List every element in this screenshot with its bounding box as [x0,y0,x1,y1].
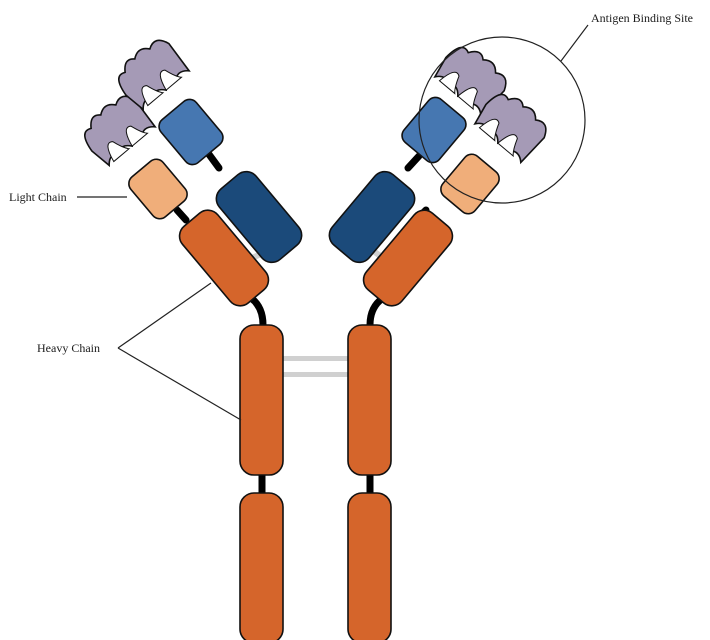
right-light-variable-domain [398,94,469,166]
antigen-binding-site-leader [561,25,588,61]
heavy-chain-callout: Heavy Chain [37,283,241,420]
left-heavy-variable-connector [208,153,219,168]
left-hinge-connector [251,298,263,325]
right-heavy-variable-connector [408,156,419,168]
right-heavy-ch3-domain [348,493,391,640]
light-chain-callout: Light Chain [9,190,127,204]
hinge-disulfide-bonds [283,356,349,377]
disulfide-bond [283,356,349,361]
right-heavy-ch2-domain [348,325,391,475]
left-heavy-ch2-domain [240,325,283,475]
left-heavy-ch3-domain [240,493,283,640]
heavy-chain-leader-upper [118,283,211,348]
heavy-chain-leader-lower [118,348,241,420]
antigen-binding-site-label: Antigen Binding Site [591,11,693,25]
right-hinge-connector [370,298,383,325]
right-fab-arm [324,94,503,311]
left-light-variable-domain [155,96,226,168]
left-light-connector [177,210,186,220]
right-light-constant-domain [437,151,503,218]
disulfide-bond [283,372,349,377]
left-fab-arm [125,96,307,311]
light-chain-label: Light Chain [9,190,67,204]
heavy-chain-label: Heavy Chain [37,341,100,355]
antigen-shapes [76,33,553,168]
